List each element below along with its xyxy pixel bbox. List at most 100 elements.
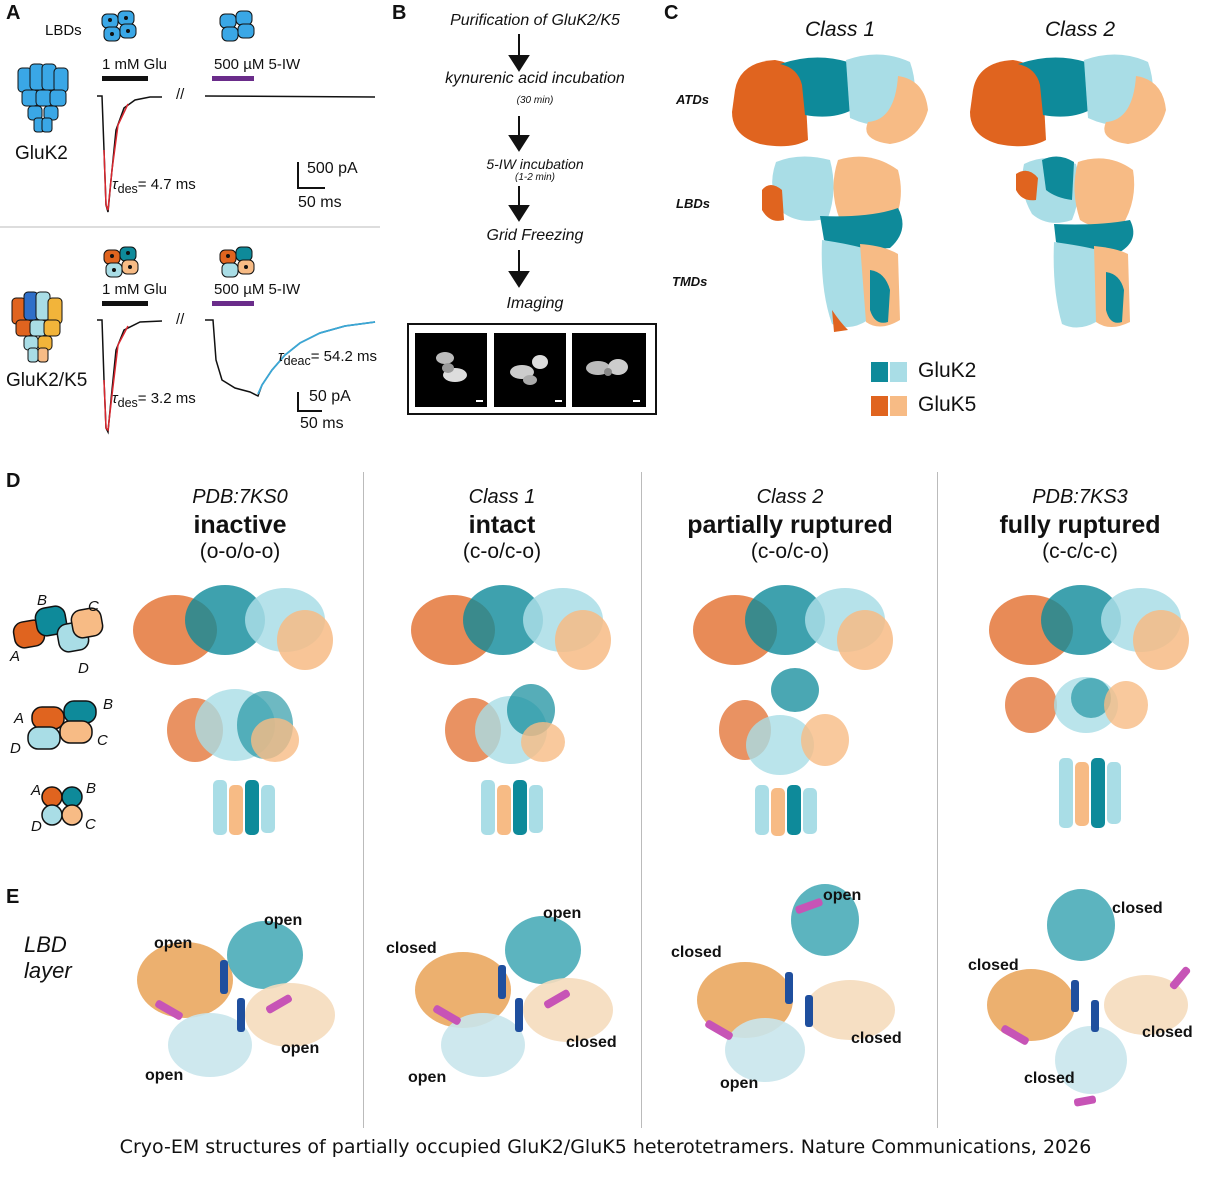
column-header-3: Class 2 partially ruptured (c-o/c-o) bbox=[687, 486, 893, 563]
lbd-cartoon-gluk2-iw bbox=[219, 10, 255, 42]
step-grid-freezing: Grid Freezing bbox=[486, 227, 584, 244]
legend-swatch-gluk2-dark bbox=[871, 362, 888, 382]
e1-label-d: open bbox=[145, 1067, 184, 1084]
e4-label-b: closed bbox=[1112, 900, 1163, 917]
e4-label-d: closed bbox=[1024, 1070, 1075, 1087]
letter-b-tmd: B bbox=[86, 780, 97, 797]
class1-map bbox=[732, 54, 928, 332]
letter-a-atd: A bbox=[10, 648, 21, 665]
letter-b-lbd: B bbox=[103, 696, 114, 713]
lbds-label-c: LBDs bbox=[676, 196, 710, 211]
e1-label-c: open bbox=[281, 1040, 320, 1057]
tau-des-2: τdes= 3.2 ms bbox=[112, 390, 196, 410]
e4-label-a: closed bbox=[968, 957, 1019, 974]
gluk2-label: GluK2 bbox=[15, 143, 68, 164]
scale1-time: 50 ms bbox=[298, 194, 342, 211]
glu-label-1: 1 mM Glu bbox=[102, 56, 168, 73]
lbd-layer-partially-ruptured bbox=[697, 884, 895, 1082]
letter-c-tmd: C bbox=[85, 816, 96, 833]
fit-heteromer-deac bbox=[257, 321, 376, 395]
panel-a-graphics bbox=[0, 10, 380, 435]
lbd-cartoon-heteromer-iw bbox=[219, 246, 255, 278]
trace-heteromer-glu bbox=[97, 319, 163, 435]
glu-label-2: 1 mM Glu bbox=[102, 281, 168, 298]
iw-bar-2 bbox=[212, 301, 254, 306]
gluk2-receptor-cartoon bbox=[17, 63, 69, 133]
subunit-arrangement-cartoons bbox=[12, 605, 104, 826]
panel-label-d: D bbox=[6, 470, 21, 492]
e4-label-c: closed bbox=[1142, 1024, 1193, 1041]
iw-label-2: 500 µM 5-IW bbox=[214, 281, 301, 298]
legend-swatch-gluk2-light bbox=[890, 362, 907, 382]
structure-fully-ruptured bbox=[989, 585, 1189, 828]
arrow-down-icon bbox=[508, 205, 530, 222]
legend-gluk5: GluK5 bbox=[918, 393, 977, 416]
iw-bar-1 bbox=[212, 76, 254, 81]
e2-label-d: open bbox=[408, 1069, 447, 1086]
structure-inactive bbox=[133, 585, 333, 835]
lbds-label: LBDs bbox=[45, 22, 82, 39]
iw-label-1: 500 µM 5-IW bbox=[214, 56, 301, 73]
e1-label-b: open bbox=[264, 912, 303, 929]
letter-d-atd: D bbox=[78, 660, 89, 677]
class2-map bbox=[970, 54, 1166, 328]
step-5iw: 5-IW incubation bbox=[486, 156, 584, 172]
step-kynurenic: kynurenic acid incubation bbox=[445, 70, 625, 87]
panel-label-e: E bbox=[6, 886, 20, 908]
lbd-cartoon-gluk2-glu bbox=[101, 10, 137, 42]
scale2-current: 50 pA bbox=[309, 388, 351, 405]
class-averages bbox=[415, 333, 646, 407]
class1-header: Class 1 bbox=[804, 18, 876, 41]
letter-c-atd: C bbox=[88, 598, 99, 615]
panel-b-graphics bbox=[407, 34, 657, 415]
glu-bar-2 bbox=[102, 301, 148, 306]
lbd-layer-label: LBD layer bbox=[24, 932, 72, 983]
arrow-down-icon bbox=[508, 135, 530, 152]
cryo-em-density-maps bbox=[732, 54, 1166, 332]
glu-bar-1 bbox=[102, 76, 148, 81]
step-imaging: Imaging bbox=[506, 295, 564, 312]
letter-d-lbd: D bbox=[10, 740, 21, 757]
legend-gluk2: GluK2 bbox=[918, 359, 977, 382]
structure-intact bbox=[411, 585, 611, 835]
legend-swatch-gluk5-dark bbox=[871, 396, 888, 416]
class2-header: Class 2 bbox=[1044, 18, 1116, 41]
scale1-current: 500 pA bbox=[307, 160, 358, 177]
step-kynurenic-time: (30 min) bbox=[516, 95, 554, 106]
lbd-layer-structures bbox=[137, 884, 1191, 1107]
panel-label-b: B bbox=[392, 2, 407, 24]
break-mark-2: // bbox=[176, 311, 185, 328]
scale2-time: 50 ms bbox=[300, 415, 344, 432]
panel-label-c: C bbox=[664, 2, 679, 24]
column-header-2: Class 1 intact (c-o/c-o) bbox=[462, 486, 542, 563]
column-header-1: PDB:7KS0 inactive (o-o/o-o) bbox=[192, 486, 288, 563]
panel-label-a: A bbox=[6, 2, 21, 24]
scale-bar-1 bbox=[297, 162, 325, 189]
gluk2k5-label: GluK2/K5 bbox=[6, 370, 88, 391]
tau-deac: τdeac= 54.2 ms bbox=[278, 348, 378, 368]
step-purification: Purification of GluK2/K5 bbox=[450, 12, 620, 29]
e3-label-b: open bbox=[823, 887, 862, 904]
letter-a-tmd: A bbox=[31, 782, 42, 799]
tmds-label: TMDs bbox=[672, 274, 708, 289]
lbd-layer-intact bbox=[415, 916, 613, 1077]
e3-label-d: open bbox=[720, 1075, 759, 1092]
tau-des-1: τdes= 4.7 ms bbox=[112, 176, 196, 196]
scale-bar-2 bbox=[297, 392, 322, 412]
structure-partially-ruptured bbox=[693, 585, 893, 836]
e2-label-c: closed bbox=[566, 1034, 617, 1051]
fit-heteromer-des bbox=[103, 325, 129, 432]
lbd-layer-inactive bbox=[137, 921, 335, 1077]
lbd-cartoon-heteromer-glu bbox=[103, 246, 139, 278]
trace-gluk2-iw bbox=[204, 95, 376, 98]
letter-a-lbd: A bbox=[14, 710, 25, 727]
letter-c-lbd: C bbox=[97, 732, 108, 749]
gluk2k5-receptor-cartoon bbox=[11, 291, 63, 363]
letter-d-tmd: D bbox=[31, 818, 42, 835]
e2-label-a: closed bbox=[386, 940, 437, 957]
e1-label-a: open bbox=[154, 935, 193, 952]
fit-gluk2-des bbox=[103, 103, 129, 211]
e2-label-b: open bbox=[543, 905, 582, 922]
figure-caption: Cryo-EM structures of partially occupied… bbox=[119, 1136, 1092, 1158]
e3-label-c: closed bbox=[851, 1030, 902, 1047]
